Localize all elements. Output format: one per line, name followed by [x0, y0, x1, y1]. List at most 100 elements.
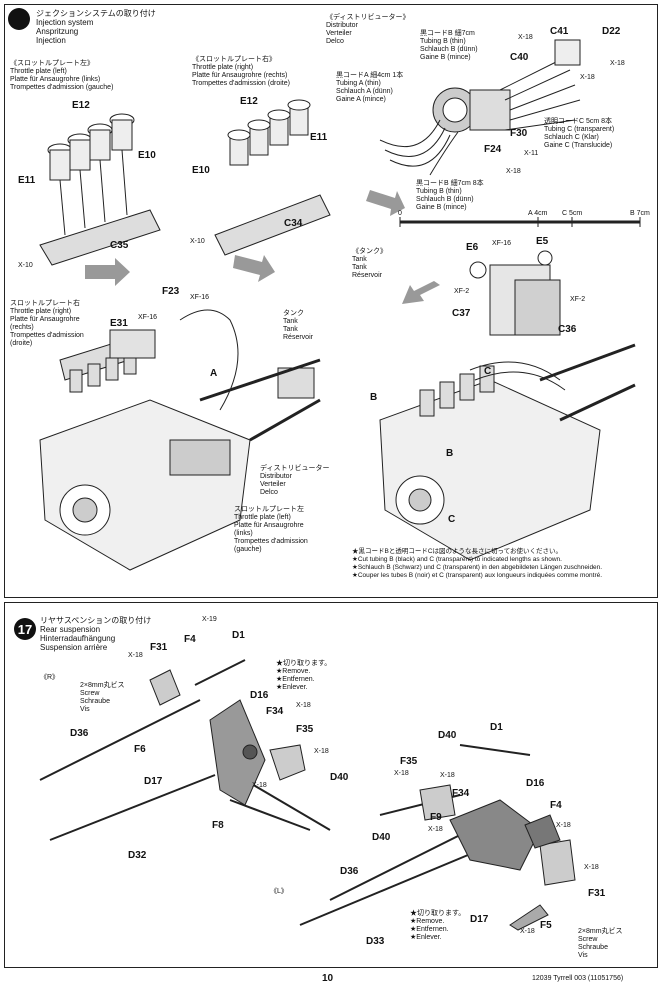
- part-label: B: [446, 448, 454, 459]
- part-label: D1: [232, 630, 245, 641]
- part-label: X-10: [18, 262, 33, 269]
- rear-suspension-panel: [4, 602, 658, 968]
- part-label: D40: [438, 730, 457, 741]
- part-label: C40: [510, 52, 529, 63]
- part-label: F34: [266, 706, 284, 717]
- part-label: X-18: [296, 702, 311, 709]
- injection-header: ジェクションシステムの取り付け Injection system Ansprit…: [36, 9, 156, 45]
- part-label: F6: [134, 744, 146, 755]
- remove-caption-2: ★切り取ります。 ★Remove. ★Entfernen. ★Enlever.: [410, 910, 466, 941]
- part-label: F34: [452, 788, 470, 799]
- part-label: E6: [466, 242, 479, 253]
- part-label: XF-16: [138, 314, 158, 321]
- part-label: F4: [184, 634, 196, 645]
- part-label: F23: [162, 286, 180, 297]
- part-label: D1: [490, 722, 503, 733]
- remove-caption-1: ★切り取ります。 ★Remove. ★Entfernen. ★Enlever.: [276, 660, 332, 691]
- part-label: X-18: [518, 34, 533, 41]
- part-label: X-18: [128, 652, 143, 659]
- part-label: D40: [372, 832, 391, 843]
- screw-caption-2: 2×8mm丸ビス Screw Schraube Vis: [578, 928, 623, 959]
- part-label: E12: [72, 100, 90, 111]
- part-label: C36: [558, 324, 577, 335]
- part-label: XF-16: [190, 294, 210, 301]
- injection-system-panel: [4, 4, 658, 598]
- part-label: F35: [400, 756, 418, 767]
- tank-drawing: [469, 250, 561, 336]
- part-label: D40: [330, 772, 349, 783]
- engine-right-drawing: [379, 343, 636, 561]
- engine-left-drawing: [39, 309, 321, 571]
- part-label: X-18: [520, 928, 535, 935]
- tubing-c-caption: 透明コードC 5cm 8本 Tubing C (transparent) Sch…: [544, 118, 615, 149]
- part-label: F5: [540, 920, 552, 931]
- rear-suspension-right-drawing: [299, 744, 576, 931]
- distributor-caption: 《ディストリビューター》 Distributor Verteiler Delco: [326, 14, 410, 45]
- part-label: F31: [588, 888, 606, 899]
- scale-zero: 0: [398, 210, 402, 217]
- part-label: F30: [510, 128, 528, 139]
- part-label: F31: [150, 642, 168, 653]
- part-label: C41: [550, 26, 569, 37]
- part-label: D33: [366, 936, 385, 947]
- screw-caption-1: 2×8mm丸ビス Screw Schraube Vis: [80, 682, 125, 713]
- part-label: X-11: [524, 150, 539, 157]
- part-label: D36: [70, 728, 89, 739]
- throttle-left-caption-2: スロットルプレート左 Throttle plate (left) Platte …: [234, 506, 308, 553]
- part-label: D17: [470, 914, 489, 925]
- side-l-label: 《L》: [270, 888, 288, 895]
- assembly-arrows: [85, 190, 440, 304]
- part-label: D36: [340, 866, 359, 877]
- part-label: C34: [284, 218, 303, 229]
- distributor-drawing: [379, 39, 581, 176]
- throttle-left-caption: 《スロットルプレート左》 Throttle plate (left) Platt…: [10, 60, 114, 91]
- part-label: E10: [138, 150, 156, 161]
- part-label: XF-16: [492, 240, 512, 247]
- part-label: E10: [192, 165, 210, 176]
- throttle-right-caption-2: スロットルプレート右 Throttle plate (right) Platte…: [10, 300, 84, 347]
- model-info: 12039 Tyrrell 003 (11051756): [532, 975, 624, 982]
- part-label: X-18: [584, 864, 599, 871]
- part-label: F35: [296, 724, 314, 735]
- step-17-badge: 17: [14, 618, 36, 640]
- part-label: X-18: [428, 826, 443, 833]
- part-label: X-18: [610, 60, 625, 67]
- part-label: X-18: [506, 168, 521, 175]
- part-label: X-10: [190, 238, 205, 245]
- part-label: E12: [240, 96, 258, 107]
- tank-caption: 《タンク》 Tank Tank Réservoir: [352, 248, 387, 279]
- part-label: C: [448, 514, 456, 525]
- tubing-a-thin-caption: 黒コードA 細4cm 1本 Tubing A (thin) Schlauch A…: [336, 72, 404, 103]
- part-label: E11: [310, 132, 328, 143]
- part-label: D17: [144, 776, 163, 787]
- step-16-badge: [8, 8, 30, 30]
- scale-c: C 5cm: [562, 210, 583, 217]
- part-label: C35: [110, 240, 129, 251]
- scale-b: B 7cm: [630, 210, 650, 217]
- throttle-plate-right-drawing: [214, 99, 331, 256]
- part-label: X-18: [394, 770, 409, 777]
- rear-suspension-left-drawing: [39, 659, 331, 841]
- part-label: D16: [250, 690, 269, 701]
- part-label: X-18: [556, 822, 571, 829]
- side-r-label: 《R》: [40, 674, 60, 681]
- part-label: X-18: [314, 748, 329, 755]
- part-label: A: [210, 368, 218, 379]
- part-label: D32: [128, 850, 147, 861]
- part-label: XF-2: [570, 296, 586, 303]
- tubing-b-bottom-caption: 黒コードB 細7cm 8本 Tubing B (thin) Schlauch B…: [416, 180, 484, 211]
- tank-caption-2: タンク Tank Tank Réservoir: [283, 310, 313, 341]
- part-label: D22: [602, 26, 621, 37]
- part-label: E11: [18, 175, 36, 186]
- tubing-b-thin-caption: 黒コードB 細7cm Tubing B (thin) Schlauch B (d…: [420, 30, 478, 61]
- part-label: E5: [536, 236, 549, 247]
- rear-suspension-header: リヤサスペンションの取り付け Rear suspension Hinterrad…: [40, 616, 152, 652]
- scale-a: A 4cm: [528, 210, 548, 217]
- part-label: X-18: [440, 772, 455, 779]
- throttle-plate-left-drawing: [39, 113, 161, 266]
- part-label: D16: [526, 778, 545, 789]
- throttle-right-caption: 《スロットルプレート右》 Throttle plate (right) Plat…: [192, 56, 290, 87]
- part-label: F24: [484, 144, 502, 155]
